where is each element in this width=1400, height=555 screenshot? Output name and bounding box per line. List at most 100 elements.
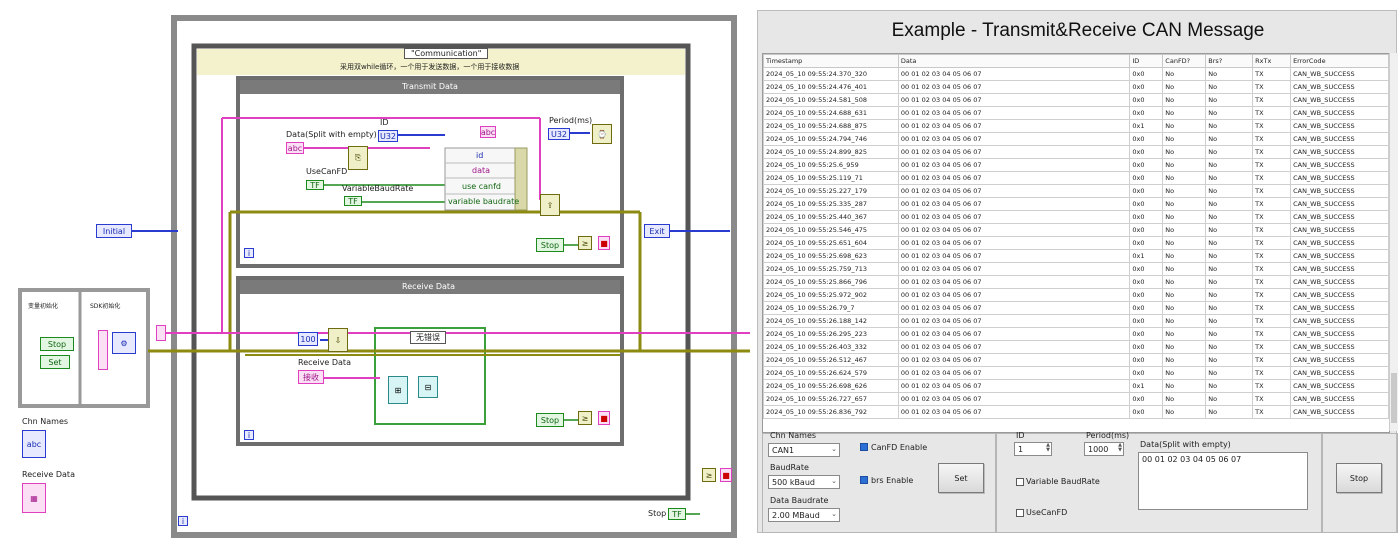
table-cell: No — [1205, 93, 1254, 107]
table-cell: No — [1162, 366, 1207, 380]
table-cell: CAN_WB_SUCCESS — [1290, 210, 1389, 224]
panel-title: Example - Transmit&Receive CAN Message — [891, 20, 1265, 41]
data-baudrate-label: Data Baudrate — [770, 496, 829, 505]
table-cell: No — [1205, 249, 1254, 263]
col-data[interactable]: Data — [897, 54, 1131, 68]
table-cell: TX — [1252, 392, 1292, 406]
stop-button[interactable]: Stop — [1336, 463, 1382, 493]
table-cell: No — [1162, 171, 1207, 185]
data-split-textarea[interactable]: 00 01 02 03 04 05 06 07 — [1138, 452, 1308, 510]
table-cell: 0x0 — [1129, 106, 1164, 120]
outer-stop-terminal: ■ — [720, 468, 732, 482]
scrollbar-thumb[interactable] — [1391, 373, 1397, 423]
table-scrollbar[interactable] — [1389, 53, 1398, 431]
table-cell: No — [1205, 106, 1254, 120]
table-cell: No — [1162, 275, 1207, 289]
table-cell: 2024_05_10 09:55:24.899_825 — [763, 145, 899, 159]
id-input[interactable]: 1▲▼ — [1014, 442, 1052, 456]
table-cell: No — [1205, 392, 1254, 406]
table-cell: No — [1205, 353, 1254, 367]
baudrate-label: BaudRate — [770, 463, 809, 472]
table-cell: 2024_05_10 09:55:25.335_287 — [763, 197, 899, 211]
message-table[interactable]: Timestamp Data ID CanFD? Brs? RxTx Error… — [762, 53, 1390, 433]
table-cell: 0x1 — [1129, 119, 1164, 133]
table-cell: No — [1162, 327, 1207, 341]
table-cell: 2024_05_10 09:55:26.403_332 — [763, 340, 899, 354]
col-canfd[interactable]: CanFD? — [1162, 54, 1207, 68]
set-button[interactable]: Set — [938, 463, 984, 493]
receive-or: ≥ — [578, 411, 592, 425]
shift-register-left — [156, 325, 166, 341]
usecanfd-checkbox[interactable] — [1016, 509, 1024, 517]
variable-baudrate-checkbox[interactable] — [1016, 478, 1024, 486]
table-cell: TX — [1252, 132, 1292, 146]
baudrate-select[interactable]: 500 kBaud⌄ — [768, 475, 840, 489]
period-label: Period(ms) — [549, 116, 593, 125]
case-selector[interactable]: "Communication" — [404, 48, 489, 59]
table-cell: TX — [1252, 275, 1292, 289]
table-cell: 0x0 — [1129, 223, 1164, 237]
brs-enable-checkbox[interactable] — [860, 476, 868, 484]
table-cell: No — [1162, 184, 1207, 198]
table-cell: 0x0 — [1129, 171, 1164, 185]
table-cell: CAN_WB_SUCCESS — [1290, 392, 1389, 406]
col-brs[interactable]: Brs? — [1205, 54, 1254, 68]
table-cell: No — [1162, 93, 1207, 107]
table-cell: TX — [1252, 327, 1292, 341]
init-stop-node: Stop — [40, 337, 74, 351]
col-id[interactable]: ID — [1129, 54, 1164, 68]
table-cell: 0x0 — [1129, 340, 1164, 354]
no-error-selector[interactable]: 无错误 — [410, 331, 446, 344]
table-cell: No — [1162, 288, 1207, 302]
table-cell: 0x0 — [1129, 327, 1164, 341]
col-errorcode[interactable]: ErrorCode — [1290, 54, 1389, 68]
receive-loop-title: Receive Data — [402, 282, 455, 291]
canfd-enable-checkbox[interactable] — [860, 443, 868, 451]
col-timestamp[interactable]: Timestamp — [763, 54, 899, 68]
table-cell: 2024_05_10 09:55:24.688_875 — [763, 119, 899, 133]
table-cell: CAN_WB_SUCCESS — [1290, 262, 1389, 276]
spinner-icon[interactable]: ▲▼ — [1046, 442, 1050, 453]
table-cell: TX — [1252, 145, 1292, 159]
period-input[interactable]: 1000▲▼ — [1084, 442, 1124, 456]
col-rxtx[interactable]: RxTx — [1252, 54, 1292, 68]
data-baudrate-select[interactable]: 2.00 MBaud⌄ — [768, 508, 840, 522]
format-vi: ⊞ — [388, 376, 408, 404]
transmit-loop-title: Transmit Data — [402, 82, 458, 91]
table-cell: 2024_05_10 09:55:26.836_792 — [763, 405, 899, 419]
table-cell: TX — [1252, 223, 1292, 237]
spinner-icon[interactable]: ▲▼ — [1118, 442, 1122, 453]
table-cell: No — [1162, 340, 1207, 354]
usecanfd-label: UseCanFD — [306, 167, 348, 176]
chn-names-select[interactable]: CAN1⌄ — [768, 443, 840, 457]
cluster-field-canfd: use canfd — [462, 182, 501, 191]
exit-enum: Exit — [644, 224, 670, 238]
